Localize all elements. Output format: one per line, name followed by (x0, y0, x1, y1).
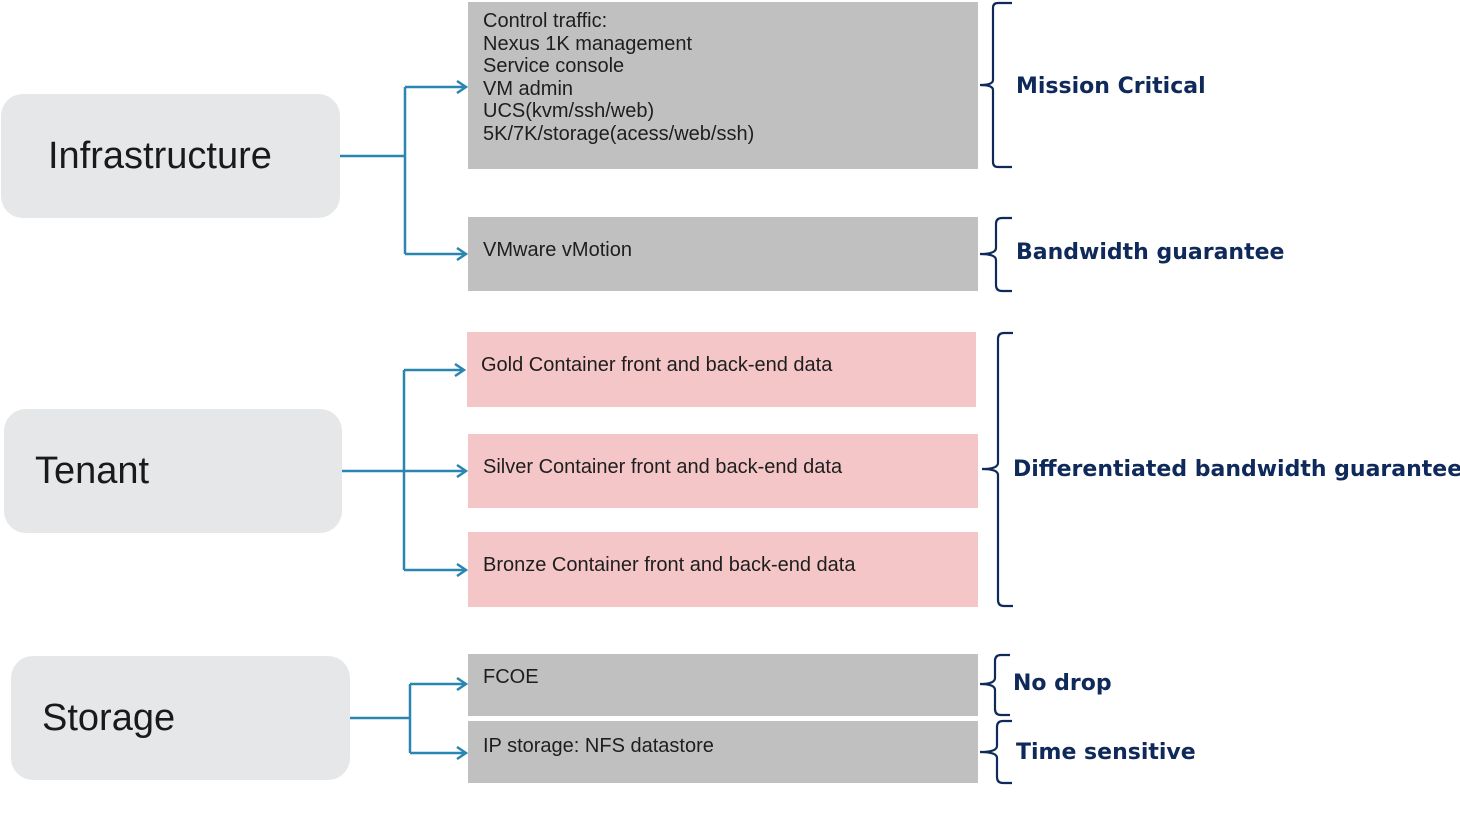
category-infrastructure: Infrastructure (1, 94, 340, 218)
label-mission-critical: Mission Critical (1016, 74, 1206, 99)
control-traffic-line: UCS(kvm/ssh/web) (483, 100, 655, 122)
silver-container-text: Silver Container front and back-end data (483, 456, 843, 478)
brace-differentiated (981, 331, 1013, 608)
label-bandwidth-guarantee: Bandwidth guarantee (1016, 240, 1285, 265)
control-traffic-line: Service console (483, 55, 625, 77)
fcoe-text: FCOE (483, 666, 539, 688)
tenant-connector-trunk (342, 370, 406, 570)
control-traffic-line: 5K/7K/storage(acess/web/ssh) (483, 122, 755, 145)
brace-bandwidth-guarantee (979, 216, 1012, 293)
control-traffic-box: Control traffic: Nexus 1K management Ser… (468, 2, 978, 169)
category-tenant: Tenant (4, 409, 342, 533)
gold-container-box: Gold Container front and back-end data (467, 332, 976, 407)
control-traffic-line: Control traffic: (483, 10, 608, 32)
ip-storage-box: IP storage: NFS datastore (468, 721, 978, 783)
control-traffic-line: VM admin (483, 77, 574, 100)
label-time-sensitive: Time sensitive (1016, 740, 1196, 765)
storage-connector-trunk (350, 684, 412, 753)
category-tenant-label: Tenant (35, 449, 150, 492)
label-differentiated-bandwidth-guarantee: Differentiated bandwidth guarantee (1013, 457, 1460, 482)
gold-container-text: Gold Container front and back-end data (481, 354, 833, 376)
brace-no-drop (979, 653, 1010, 717)
ip-storage-text: IP storage: NFS datastore (483, 735, 714, 757)
category-storage: Storage (11, 656, 350, 780)
brace-mission-critical (979, 1, 1012, 169)
label-no-drop: No drop (1013, 671, 1112, 696)
infrastructure-connector-trunk (340, 87, 407, 254)
bronze-container-text: Bronze Container front and back-end data (483, 554, 856, 576)
fcoe-box: FCOE (468, 654, 978, 716)
control-traffic-line: Nexus 1K management (483, 32, 693, 55)
bronze-container-box: Bronze Container front and back-end data (468, 532, 978, 607)
silver-container-box: Silver Container front and back-end data (468, 434, 978, 508)
brace-time-sensitive (979, 719, 1012, 785)
category-infrastructure-label: Infrastructure (48, 134, 272, 177)
category-storage-label: Storage (42, 696, 176, 739)
vmotion-box: VMware vMotion (468, 217, 978, 291)
vmotion-text: VMware vMotion (483, 239, 632, 261)
